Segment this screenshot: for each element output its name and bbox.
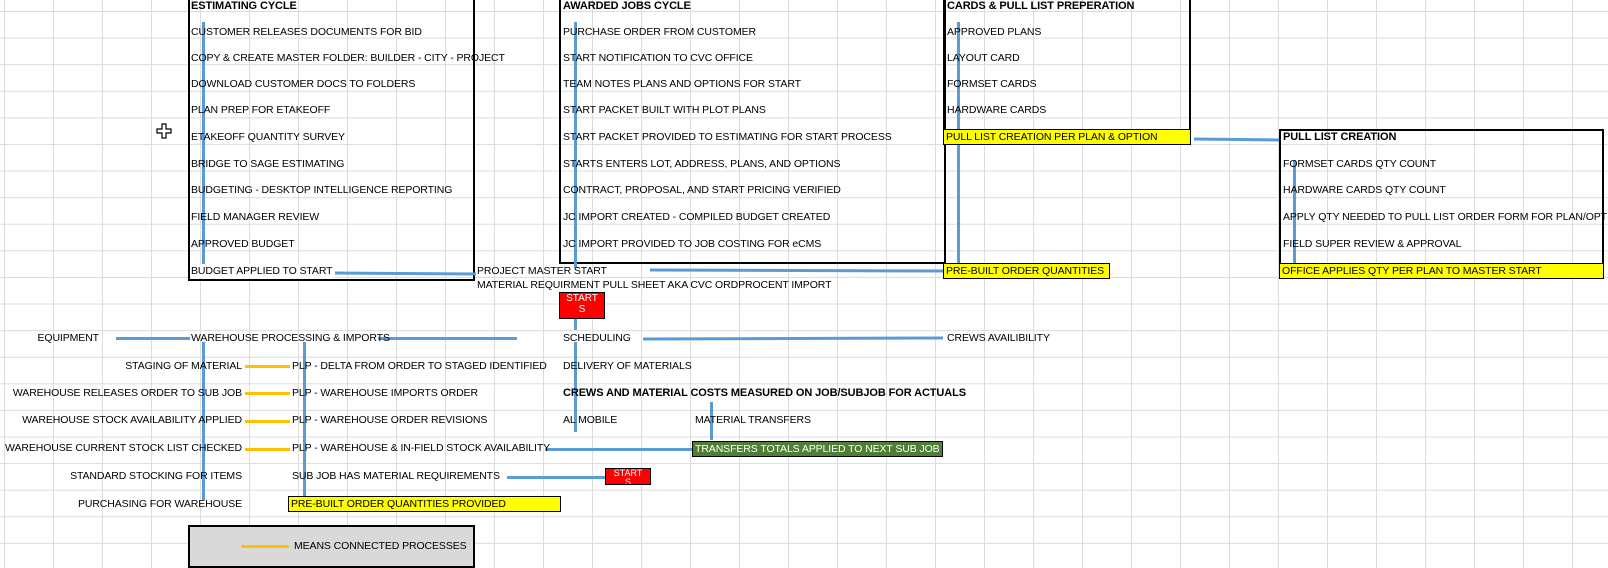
legend-box [188,525,475,568]
pull-list-item: FIELD SUPER REVIEW & APPROVAL [1283,238,1462,250]
left-process-label: WAREHOUSE CURRENT STOCK LIST CHECKED [5,442,242,454]
project-master-start: PROJECT MASTER START [477,265,607,277]
estimating-item: COPY & CREATE MASTER FOLDER: BUILDER - C… [191,52,505,64]
cards-pull-list-box [943,0,1191,145]
starts-badge-secondary: START S [605,468,651,485]
transfers-vertical-connector [710,402,713,440]
left-process-label: STAGING OF MATERIAL [125,360,242,372]
pull-list-creation-box [1279,129,1604,279]
estimating-item: BUDGETING - DESKTOP INTELLIGENCE REPORTI… [191,184,453,196]
delivery-of-materials-label: DELIVERY OF MATERIALS [563,360,692,372]
estimating-item: PLAN PREP FOR ETAKEOFF [191,104,331,116]
crews-material-costs-label: CREWS AND MATERIAL COSTS MEASURED ON JOB… [563,387,966,399]
equipment-label: EQUIPMENT [37,332,99,344]
orange-connector-stock-list [245,448,290,451]
awarded-item: STARTS ENTERS LOT, ADDRESS, PLANS, AND O… [563,158,841,170]
material-transfers-label: MATERIAL TRANSFERS [695,414,811,426]
orange-connector-stock-applied [245,420,290,423]
cards-item: APPROVED PLANS [947,26,1042,38]
awarded-item: JC IMPORT CREATED - COMPILED BUDGET CREA… [563,211,831,223]
awarded-item: CONTRACT, PROPOSAL, AND START PRICING VE… [563,184,841,196]
pull-list-header: PULL LIST CREATION [1283,131,1397,143]
legend-text: MEANS CONNECTED PROCESSES [294,540,467,552]
material-requirement-pull-sheet: MATERIAL REQUIRMENT PULL SHEET AKA CVC O… [477,279,832,291]
awarded-item: START NOTIFICATION TO CVC OFFICE [563,52,753,64]
equipment-to-warehouse-connector [116,337,190,340]
pull-list-item: HARDWARE CARDS QTY COUNT [1283,184,1446,196]
awarded-item: START PACKET BUILT WITH PLOT PLANS [563,104,766,116]
estimating-item: FIELD MANAGER REVIEW [191,211,320,223]
estimating-item: ETAKEOFF QUANTITY SURVEY [191,131,345,143]
prebuilt-order-quantities-highlight: PRE-BUILT ORDER QUANTITIES [943,263,1110,279]
awarded-jobs-header: AWARDED JOBS CYCLE [563,0,691,12]
plp-column-connector [303,342,306,500]
estimating-item: CUSTOMER RELEASES DOCUMENTS FOR BID [191,26,422,38]
al-mobile-label: AL MOBILE [563,414,618,426]
left-process-label: WAREHOUSE STOCK AVAILABILITY APPLIED [22,414,242,426]
crews-availability-label: CREWS AVAILIBILITY [947,332,1050,344]
pull-list-item: APPLY QTY NEEDED TO PULL LIST ORDER FORM… [1283,211,1607,223]
awarded-item: PURCHASE ORDER FROM CUSTOMER [563,26,757,38]
left-process-label: WAREHOUSE RELEASES ORDER TO SUB JOB [12,387,242,399]
plp-process-label: PLP - WAREHOUSE & IN-FIELD STOCK AVAILAB… [292,442,551,454]
subjob-to-starts-connector [507,476,605,479]
office-applies-qty-highlight: OFFICE APPLIES QTY PER PLAN TO MASTER ST… [1279,263,1604,279]
awarded-item: JC IMPORT PROVIDED TO JOB COSTING FOR eC… [563,238,822,250]
cards-item: LAYOUT CARD [947,52,1020,64]
warehouse-column-connector [202,342,205,500]
cards-item: HARDWARE CARDS [947,104,1047,116]
pull-list-creation-per-plan-highlight: PULL LIST CREATION PER PLAN & OPTION [943,129,1191,145]
estimating-item: BRIDGE TO SAGE ESTIMATING [191,158,345,170]
estimating-item: DOWNLOAD CUSTOMER DOCS TO FOLDERS [191,78,416,90]
cards-header: CARDS & PULL LIST PREPERATION [947,0,1135,12]
warehouse-processing-label: WAREHOUSE PROCESSING & IMPORTS [191,332,390,344]
awarded-item: START PACKET PROVIDED TO ESTIMATING FOR … [563,131,892,143]
left-process-label: PURCHASING FOR WAREHOUSE [77,498,242,510]
legend-orange-line [241,545,289,548]
estimating-vertical-connector [202,22,205,272]
transfers-totals-highlight: TRANSFERS TOTALS APPLIED TO NEXT SUB JOB [692,441,943,457]
cards-vertical-connector [957,22,960,132]
plp-process-label: PLP - WAREHOUSE ORDER REVISIONS [292,414,488,426]
cards-item: FORMSET CARDS [947,78,1037,90]
awarded-vertical-connector [574,22,577,268]
plp-stock-to-transfers-connector [545,448,693,451]
warehouse-to-scheduling-connector [378,337,517,340]
master-to-prebuilt-connector [649,268,944,273]
pull-list-vertical-connector [1293,160,1296,270]
crosshair-cursor-icon [156,123,172,142]
pull-list-item: FORMSET CARDS QTY COUNT [1283,158,1437,170]
orange-connector-releases [245,392,290,395]
scheduling-to-crews-connector [642,336,944,341]
prebuilt-quantities-provided-highlight: PRE-BUILT ORDER QUANTITIES PROVIDED [288,496,561,512]
plp-process-label: PLP - WAREHOUSE IMPORTS ORDER [292,387,478,399]
scheduling-label: SCHEDULING [563,332,631,344]
estimating-item: APPROVED BUDGET [191,238,295,250]
scheduling-column-connector [574,342,577,432]
orange-connector-staging [245,365,290,368]
starts-badge: START S [559,292,605,319]
start-to-scheduling-connector [574,318,577,330]
estimating-cycle-box [188,0,475,281]
cards-to-prebuilt-connector [957,145,960,265]
estimating-cycle-header: ESTIMATING CYCLE [191,0,297,12]
awarded-item: TEAM NOTES PLANS AND OPTIONS FOR START [563,78,801,90]
estimating-item: BUDGET APPLIED TO START [191,264,336,278]
cards-to-pull-list-connector [1193,137,1280,142]
left-process-label: STANDARD STOCKING FOR ITEMS [70,470,242,482]
plp-process-label: SUB JOB HAS MATERIAL REQUIREMENTS [292,470,500,482]
plp-process-label: PLP - DELTA FROM ORDER TO STAGED IDENTIF… [292,360,547,372]
